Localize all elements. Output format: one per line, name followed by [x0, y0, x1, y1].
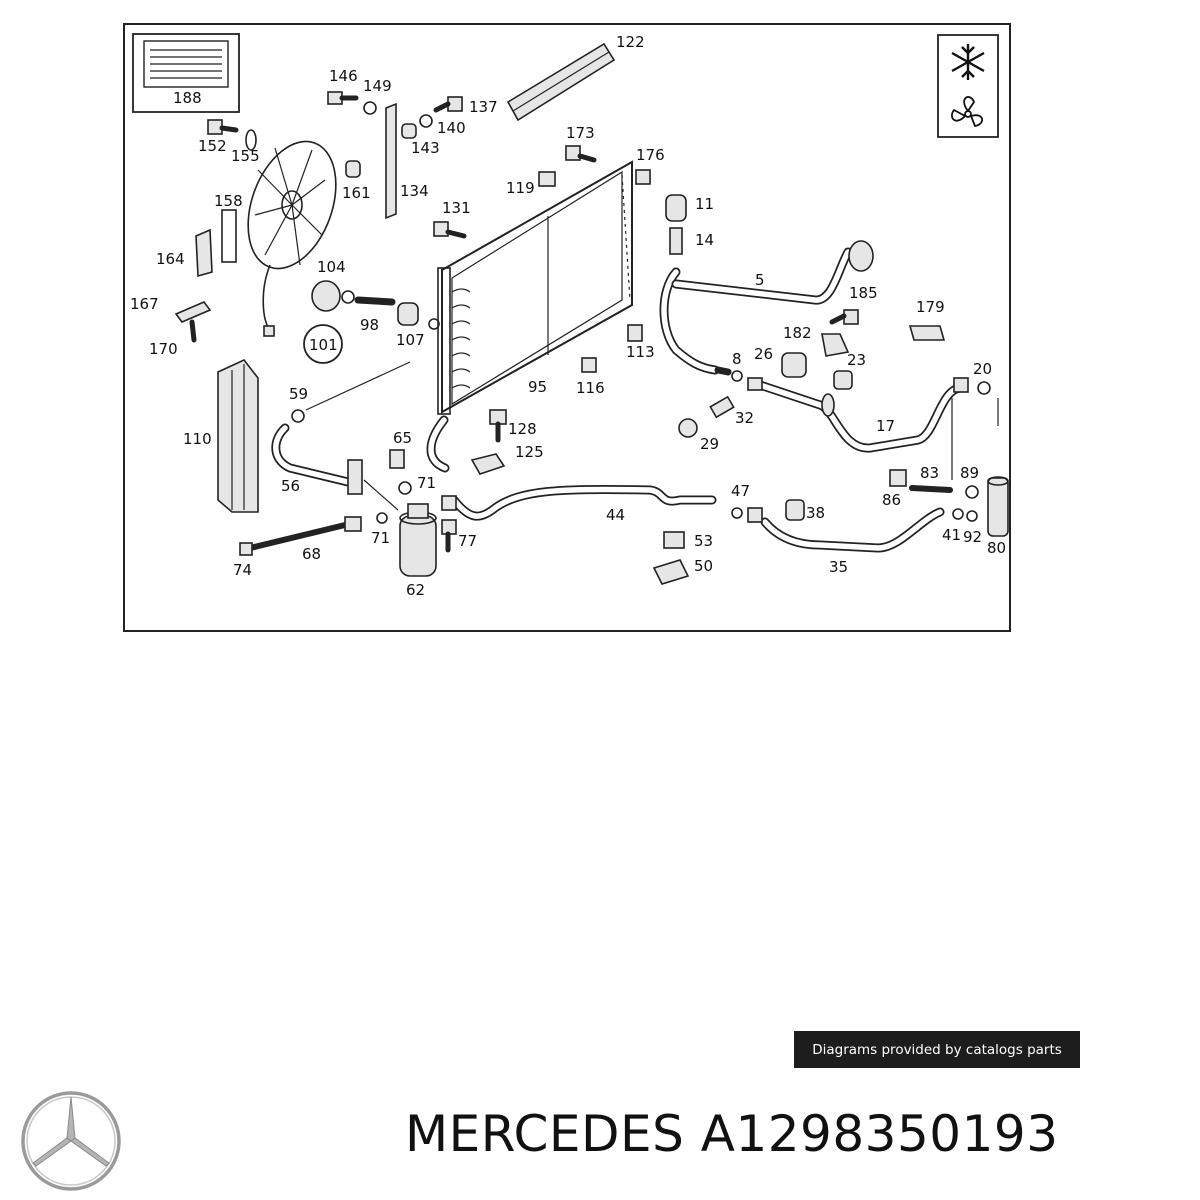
wire-68 — [247, 522, 348, 551]
callout: 98 — [360, 316, 379, 334]
callout: 80 — [987, 539, 1006, 557]
callout: 41 — [942, 526, 961, 544]
callout: 32 — [735, 409, 754, 427]
callout: 89 — [960, 464, 979, 482]
callout: 95 — [528, 378, 547, 396]
receiver-drier-62 — [399, 503, 437, 577]
callout: 116 — [576, 379, 605, 397]
callout: 125 — [515, 443, 544, 461]
callout-labels: 188 122 146 149 137 140 143 152 155 161 … — [130, 33, 1006, 599]
callout: 161 — [342, 184, 371, 202]
callout: 167 — [130, 295, 159, 313]
callout: 77 — [458, 532, 477, 550]
callout: 107 — [396, 331, 425, 349]
callout: 182 — [783, 324, 812, 342]
callout: 140 — [437, 119, 466, 137]
callout: 152 — [198, 137, 227, 155]
bracket-134 — [385, 102, 397, 220]
callout: 131 — [442, 199, 471, 217]
callout: 50 — [694, 557, 713, 575]
fan-icon — [951, 96, 983, 128]
callout: 110 — [183, 430, 212, 448]
callout: 146 — [329, 67, 358, 85]
drier-80 — [987, 476, 1009, 537]
part-number: A1298350193 — [700, 1105, 1059, 1163]
callout: 155 — [231, 147, 260, 165]
callout: 23 — [847, 351, 866, 369]
callout: 59 — [289, 385, 308, 403]
callout: 86 — [882, 491, 901, 509]
callout: 26 — [754, 345, 773, 363]
snowflake-icon — [951, 44, 985, 80]
callout: 134 — [400, 182, 429, 200]
callout: 173 — [566, 124, 595, 142]
callout: 62 — [406, 581, 425, 599]
callout: 29 — [700, 435, 719, 453]
callout: 104 — [317, 258, 346, 276]
callout: 149 — [363, 77, 392, 95]
callout: 44 — [606, 506, 625, 524]
fan-assembly — [247, 140, 337, 337]
callout: 68 — [302, 545, 321, 563]
label-plate-188 — [132, 33, 240, 113]
callout: 17 — [876, 417, 895, 435]
fitting-11 — [665, 194, 687, 222]
callout: 38 — [806, 504, 825, 522]
callout: 119 — [506, 179, 535, 197]
callout: 14 — [695, 231, 714, 249]
brand-name: MERCEDES — [405, 1105, 685, 1163]
callout: 158 — [214, 192, 243, 210]
callout: 56 — [281, 477, 300, 495]
callout: 83 — [920, 464, 939, 482]
callout: 74 — [233, 561, 252, 579]
diagram-frame — [123, 23, 1011, 632]
fitting-14 — [669, 227, 683, 255]
callout: 5 — [755, 271, 765, 289]
small-parts — [174, 91, 999, 585]
parts-diagram: 188 122 146 149 137 140 143 152 155 161 … — [123, 23, 1011, 632]
callout: 71 — [417, 474, 436, 492]
condenser-95 — [437, 160, 633, 415]
mercedes-star-logo — [21, 1091, 121, 1191]
callout: 143 — [411, 139, 440, 157]
diagram-credit-label: Diagrams provided by catalogs parts — [794, 1031, 1080, 1068]
callout: 176 — [636, 146, 665, 164]
callout: 170 — [149, 340, 178, 358]
callout: 35 — [829, 558, 848, 576]
callout: 185 — [849, 284, 878, 302]
callout: 179 — [916, 298, 945, 316]
callout: 137 — [469, 98, 498, 116]
callout: 101 — [309, 336, 338, 354]
callout: 92 — [963, 528, 982, 546]
callout: 122 — [616, 33, 645, 51]
callout: 128 — [508, 420, 537, 438]
callout: 53 — [694, 532, 713, 550]
callout: 113 — [626, 343, 655, 361]
callout: 11 — [695, 195, 714, 213]
callout: 20 — [973, 360, 992, 378]
callout: 65 — [393, 429, 412, 447]
callout: 71 — [371, 529, 390, 547]
brand-and-part-number: MERCEDES A1298350193 — [405, 1105, 1195, 1163]
legend-box — [937, 34, 999, 138]
shroud-110 — [217, 359, 259, 513]
callout: 47 — [731, 482, 750, 500]
callout: 164 — [156, 250, 185, 268]
callout: 188 — [173, 89, 202, 107]
callout: 8 — [732, 350, 742, 368]
